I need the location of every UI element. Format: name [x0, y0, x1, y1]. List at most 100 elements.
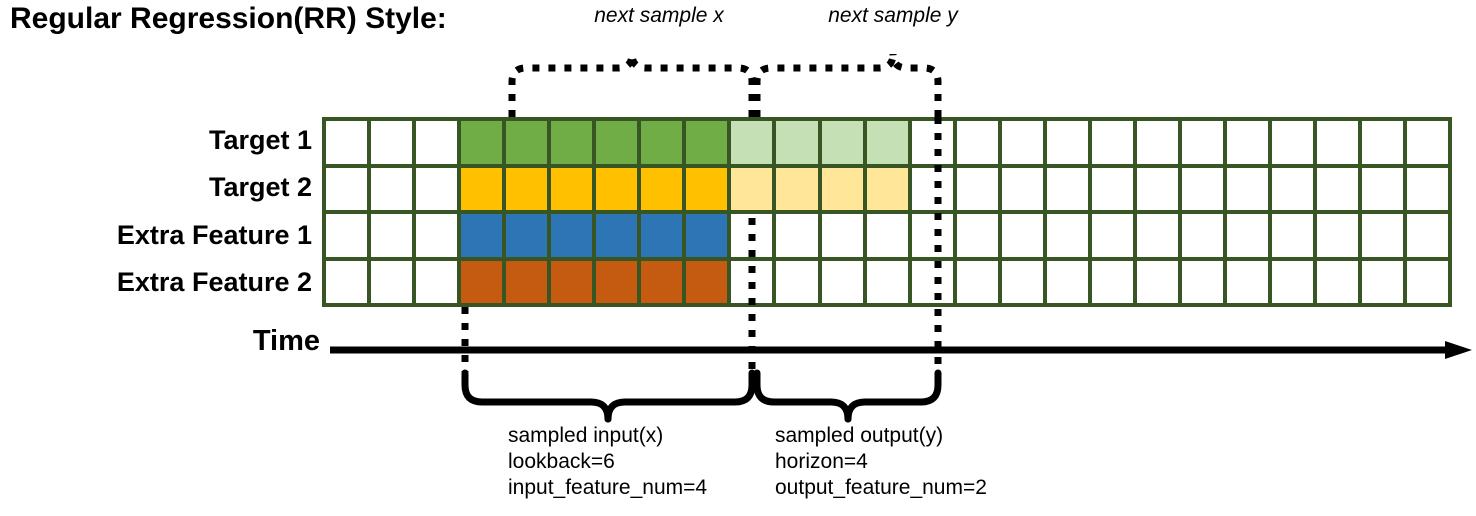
cell-input [506, 167, 548, 210]
cell [1181, 214, 1223, 257]
cell [1407, 214, 1449, 257]
cell [1317, 214, 1359, 257]
cell-input [461, 167, 503, 210]
cell [371, 260, 413, 303]
brace-label-next-sample-x: next sample x [594, 4, 724, 27]
cell-input [641, 214, 683, 257]
cell-input [641, 121, 683, 164]
cell [1091, 260, 1133, 303]
top-brace-next-sample-x [508, 53, 756, 117]
cell [776, 260, 818, 303]
cell [326, 260, 368, 303]
time-axis-arrow [330, 341, 1472, 359]
cell [1407, 260, 1449, 303]
cell [1407, 121, 1449, 164]
cell [731, 260, 773, 303]
cell [1271, 260, 1314, 303]
cell [821, 214, 863, 257]
cell-input [686, 260, 728, 303]
cell-input [506, 260, 548, 303]
cell-output [731, 167, 773, 210]
cell [911, 121, 953, 164]
cell-input [461, 214, 503, 257]
cell-output [821, 121, 863, 164]
annotation-input-feature-num: input_feature_num=4 [508, 476, 708, 499]
cell [731, 214, 773, 257]
cell-input [551, 260, 593, 303]
annotation-sampled-input: sampled input(x) lookback=6 input_featur… [508, 423, 707, 501]
cell [326, 214, 368, 257]
cell [1046, 167, 1088, 210]
grid-row-target-1 [326, 121, 1449, 164]
cell-input [596, 167, 638, 210]
cell [911, 260, 953, 303]
cell-input [551, 167, 593, 210]
cell-input [686, 214, 728, 257]
cell [1271, 167, 1314, 210]
cell [1362, 167, 1404, 210]
annotation-output-horizon: horizon=4 [775, 450, 868, 473]
cell-output [776, 121, 818, 164]
brace-label-next-sample-y: next sample y [828, 4, 958, 27]
cell [1226, 167, 1268, 210]
cell [1181, 260, 1223, 303]
cell-input [506, 121, 548, 164]
cell [1181, 167, 1223, 210]
cell [371, 121, 413, 164]
cell [1001, 214, 1043, 257]
annotation-sampled-output: sampled output(y) horizon=4 output_featu… [775, 423, 987, 501]
annotation-output-feature-num: output_feature_num=2 [775, 476, 987, 499]
grid-row-target-2 [326, 167, 1449, 210]
grid-row-extra-feature-2 [326, 260, 1449, 303]
cell [1181, 121, 1223, 164]
cell-output [821, 167, 863, 210]
page-title: Regular Regression(RR) Style: [10, 2, 447, 35]
cell [326, 167, 368, 210]
cell-output [866, 121, 908, 164]
cell [1046, 121, 1088, 164]
cell [1271, 214, 1314, 257]
cell [956, 260, 998, 303]
cell [956, 214, 998, 257]
top-brace-next-sample-y [753, 53, 942, 117]
cell [1091, 167, 1133, 210]
cell [1362, 260, 1404, 303]
cell [416, 260, 458, 303]
cell [1136, 167, 1178, 210]
cell [1136, 121, 1178, 164]
cell [416, 167, 458, 210]
cell [1271, 121, 1314, 164]
timeseries-grid [322, 117, 1452, 307]
cell-output [866, 167, 908, 210]
cell [956, 121, 998, 164]
cell [1001, 167, 1043, 210]
cell [1001, 121, 1043, 164]
cell [1317, 121, 1359, 164]
cell [1001, 260, 1043, 303]
cell-input [551, 121, 593, 164]
cell-input [641, 260, 683, 303]
cell [1362, 214, 1404, 257]
cell [1226, 260, 1268, 303]
row-label-extra-feature-1: Extra Feature 1 [116, 220, 312, 250]
cell [866, 260, 908, 303]
cell-input [641, 167, 683, 210]
cell-input [596, 260, 638, 303]
row-label-target-1: Target 1 [208, 125, 312, 155]
cell-input [596, 214, 638, 257]
row-label-target-2: Target 2 [208, 172, 312, 202]
cell [1317, 260, 1359, 303]
annotation-input-lookback: lookback=6 [508, 450, 615, 473]
cell [371, 214, 413, 257]
grid-row-extra-feature-1 [326, 214, 1449, 257]
cell [911, 214, 953, 257]
cell-input [686, 121, 728, 164]
cell-input [461, 121, 503, 164]
row-label-extra-feature-2: Extra Feature 2 [116, 267, 312, 297]
annotation-input-title: sampled input(x) [508, 424, 664, 447]
cell [1362, 121, 1404, 164]
cell [1226, 121, 1268, 164]
cell [1091, 214, 1133, 257]
cell [866, 214, 908, 257]
time-axis-label: Time [252, 325, 320, 357]
